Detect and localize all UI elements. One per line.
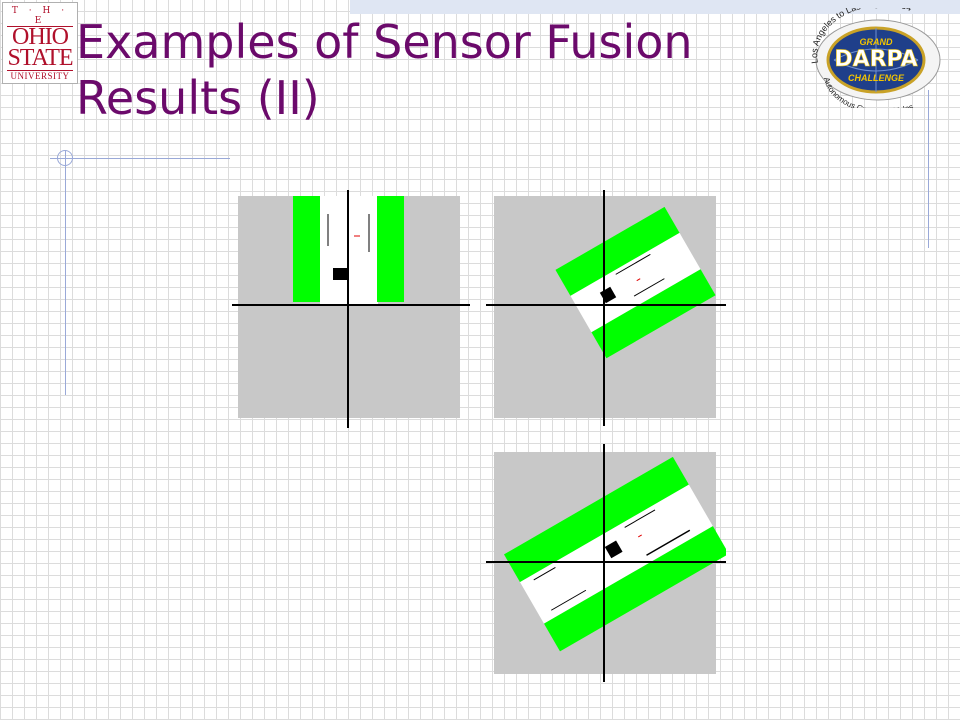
lane-boundary-lower xyxy=(543,526,726,652)
lane-boundary-lower xyxy=(591,269,716,359)
target-marker xyxy=(636,278,641,282)
fusion-result-2 xyxy=(486,190,726,430)
obstacle-line xyxy=(615,253,651,275)
free-space xyxy=(570,232,701,333)
vehicle-marker xyxy=(333,268,347,280)
obstacle-line xyxy=(551,589,587,611)
obstacle-line xyxy=(533,567,556,581)
obstacle-line xyxy=(624,509,656,528)
vehicle-marker xyxy=(604,540,623,559)
osu-logo: T · H · E OHIO STATE UNIVERSITY xyxy=(2,2,78,84)
fusion-result-3 xyxy=(486,444,726,684)
badge-challenge: CHALLENGE xyxy=(848,73,905,83)
obstacle-line xyxy=(646,529,691,556)
lane-boundary-upper xyxy=(555,206,680,296)
logo-the: T · H · E xyxy=(7,6,73,27)
target-marker xyxy=(637,534,642,538)
logo-ohio: OHIO xyxy=(12,24,69,50)
lane-boundary-right xyxy=(377,196,404,302)
title-line-2: Results (II) xyxy=(76,71,320,125)
title-line-1: Examples of Sensor Fusion xyxy=(76,15,693,69)
darpa-badge: Los Angeles to Las Vegas 2004 GRAND DARP… xyxy=(806,0,956,116)
left-guide-line xyxy=(65,150,66,395)
right-guide-line xyxy=(928,90,929,248)
slide-title: Examples of Sensor Fusion Results (II) xyxy=(76,14,796,126)
header-band xyxy=(350,0,960,14)
logo-university: UNIVERSITY xyxy=(7,70,73,81)
left-guide-ring xyxy=(57,150,73,166)
fusion-result-1 xyxy=(232,190,472,430)
left-guide-rule xyxy=(50,158,230,159)
badge-grand: GRAND xyxy=(860,37,893,47)
lane-boundary-upper xyxy=(503,456,689,583)
badge-darpa: DARPA xyxy=(834,47,917,72)
logo-state: STATE xyxy=(7,45,73,71)
obstacle-line xyxy=(633,278,665,297)
lane-boundary-left xyxy=(293,196,320,302)
